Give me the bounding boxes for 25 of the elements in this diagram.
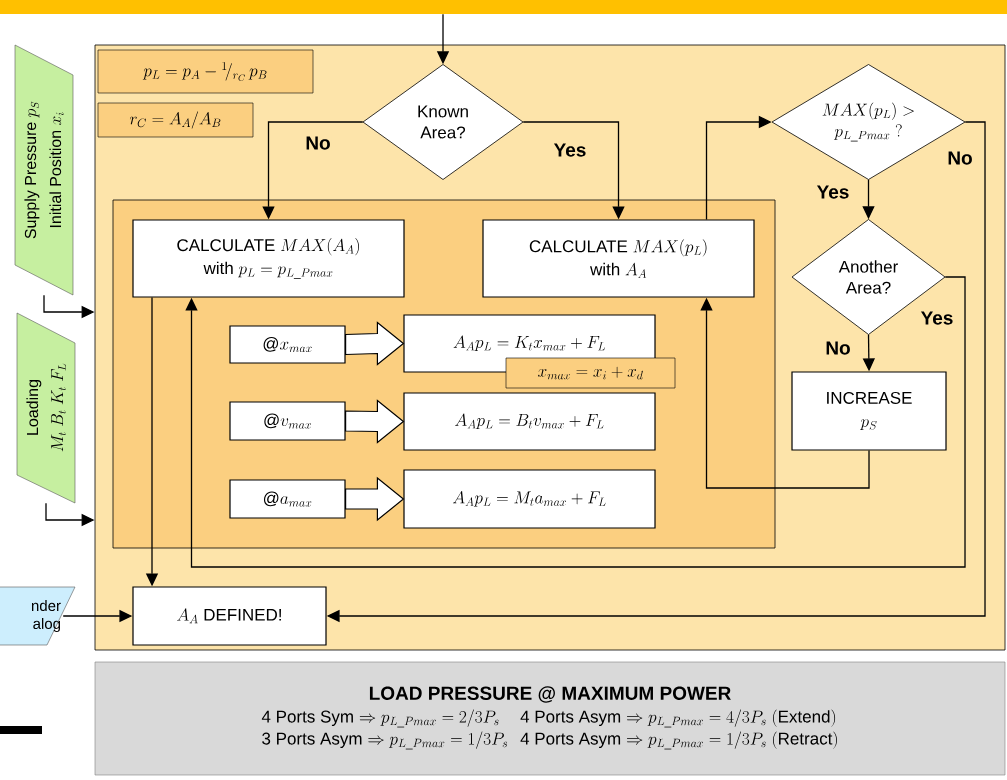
edge-label: No (304, 135, 332, 151)
formula-box: $x_{max} = x_i + x_d$ (505, 357, 676, 389)
input-parallelogram: nder alog (0, 586, 76, 646)
edge-label: No (824, 340, 852, 356)
input-parallelogram: $\text{Supply Pressure } p_S$ $\text{Initial Position } x_i$ (14, 44, 74, 296)
process-box: INCREASE $p_S$ (791, 371, 947, 451)
process-box: $\text{CALCULATE } MAX(A_A)$ $\mathrm{with}\ p_L = p_{L\_Pmax}$ (132, 219, 405, 298)
process-box: $\text{CALCULATE } MAX(p_L)$ $\mathrm{with}\ A_A$ (482, 219, 755, 298)
block-arrow (345, 399, 405, 444)
block-arrow (345, 321, 405, 366)
process-box: $A_A p_L = M_t a_{max} + F_L$ (403, 469, 656, 529)
formula-box: $p_L = p_A - {}^1\!/_{r_C}\, p_B$ (97, 49, 314, 94)
block-arrow (345, 476, 405, 522)
formula-box: $r_C = A_A/A_B$ (97, 102, 254, 138)
input-parallelogram: Loading $M_t\ B_t\ K_t\ F_L$ (16, 312, 76, 504)
process-box: $@v_{max}$ (229, 401, 346, 441)
process-box: $A_A\ \text{DEFINED!}$ (132, 586, 327, 646)
arrow (185, 276, 966, 568)
edge-label: Yes (552, 142, 588, 158)
process-box: $@x_{max}$ (229, 325, 346, 364)
process-box: $@a_{max}$ (229, 479, 346, 519)
process-box: $A_A p_L = B_t v_{max} + F_L$ (403, 392, 656, 451)
edge-label: Yes (815, 184, 851, 200)
summary-panel: LOAD PRESSURE @ MAXIMUM POWER $\mathrm{4\ Ports\ Sym} \Rightarrow p_{L\_Pmax} = 2/3P_s$ $\mathrm{4\ Ports\ Asym} \Rightarrow p_{L\_Pmax} = 4/3P_s\ \mathrm{(Extend)}$ $\mathrm{3\ Ports\ Asym} \Rightarrow p_{L\_Pmax} = 1/3P_s$ $\mathrm{4\ Ports\ Asym} \Rightarrow p_{L\_Pmax} = 1/3P_s\ \mathrm{(Retract)}$ (94, 661, 1006, 776)
top-band (0, 0, 1007, 14)
